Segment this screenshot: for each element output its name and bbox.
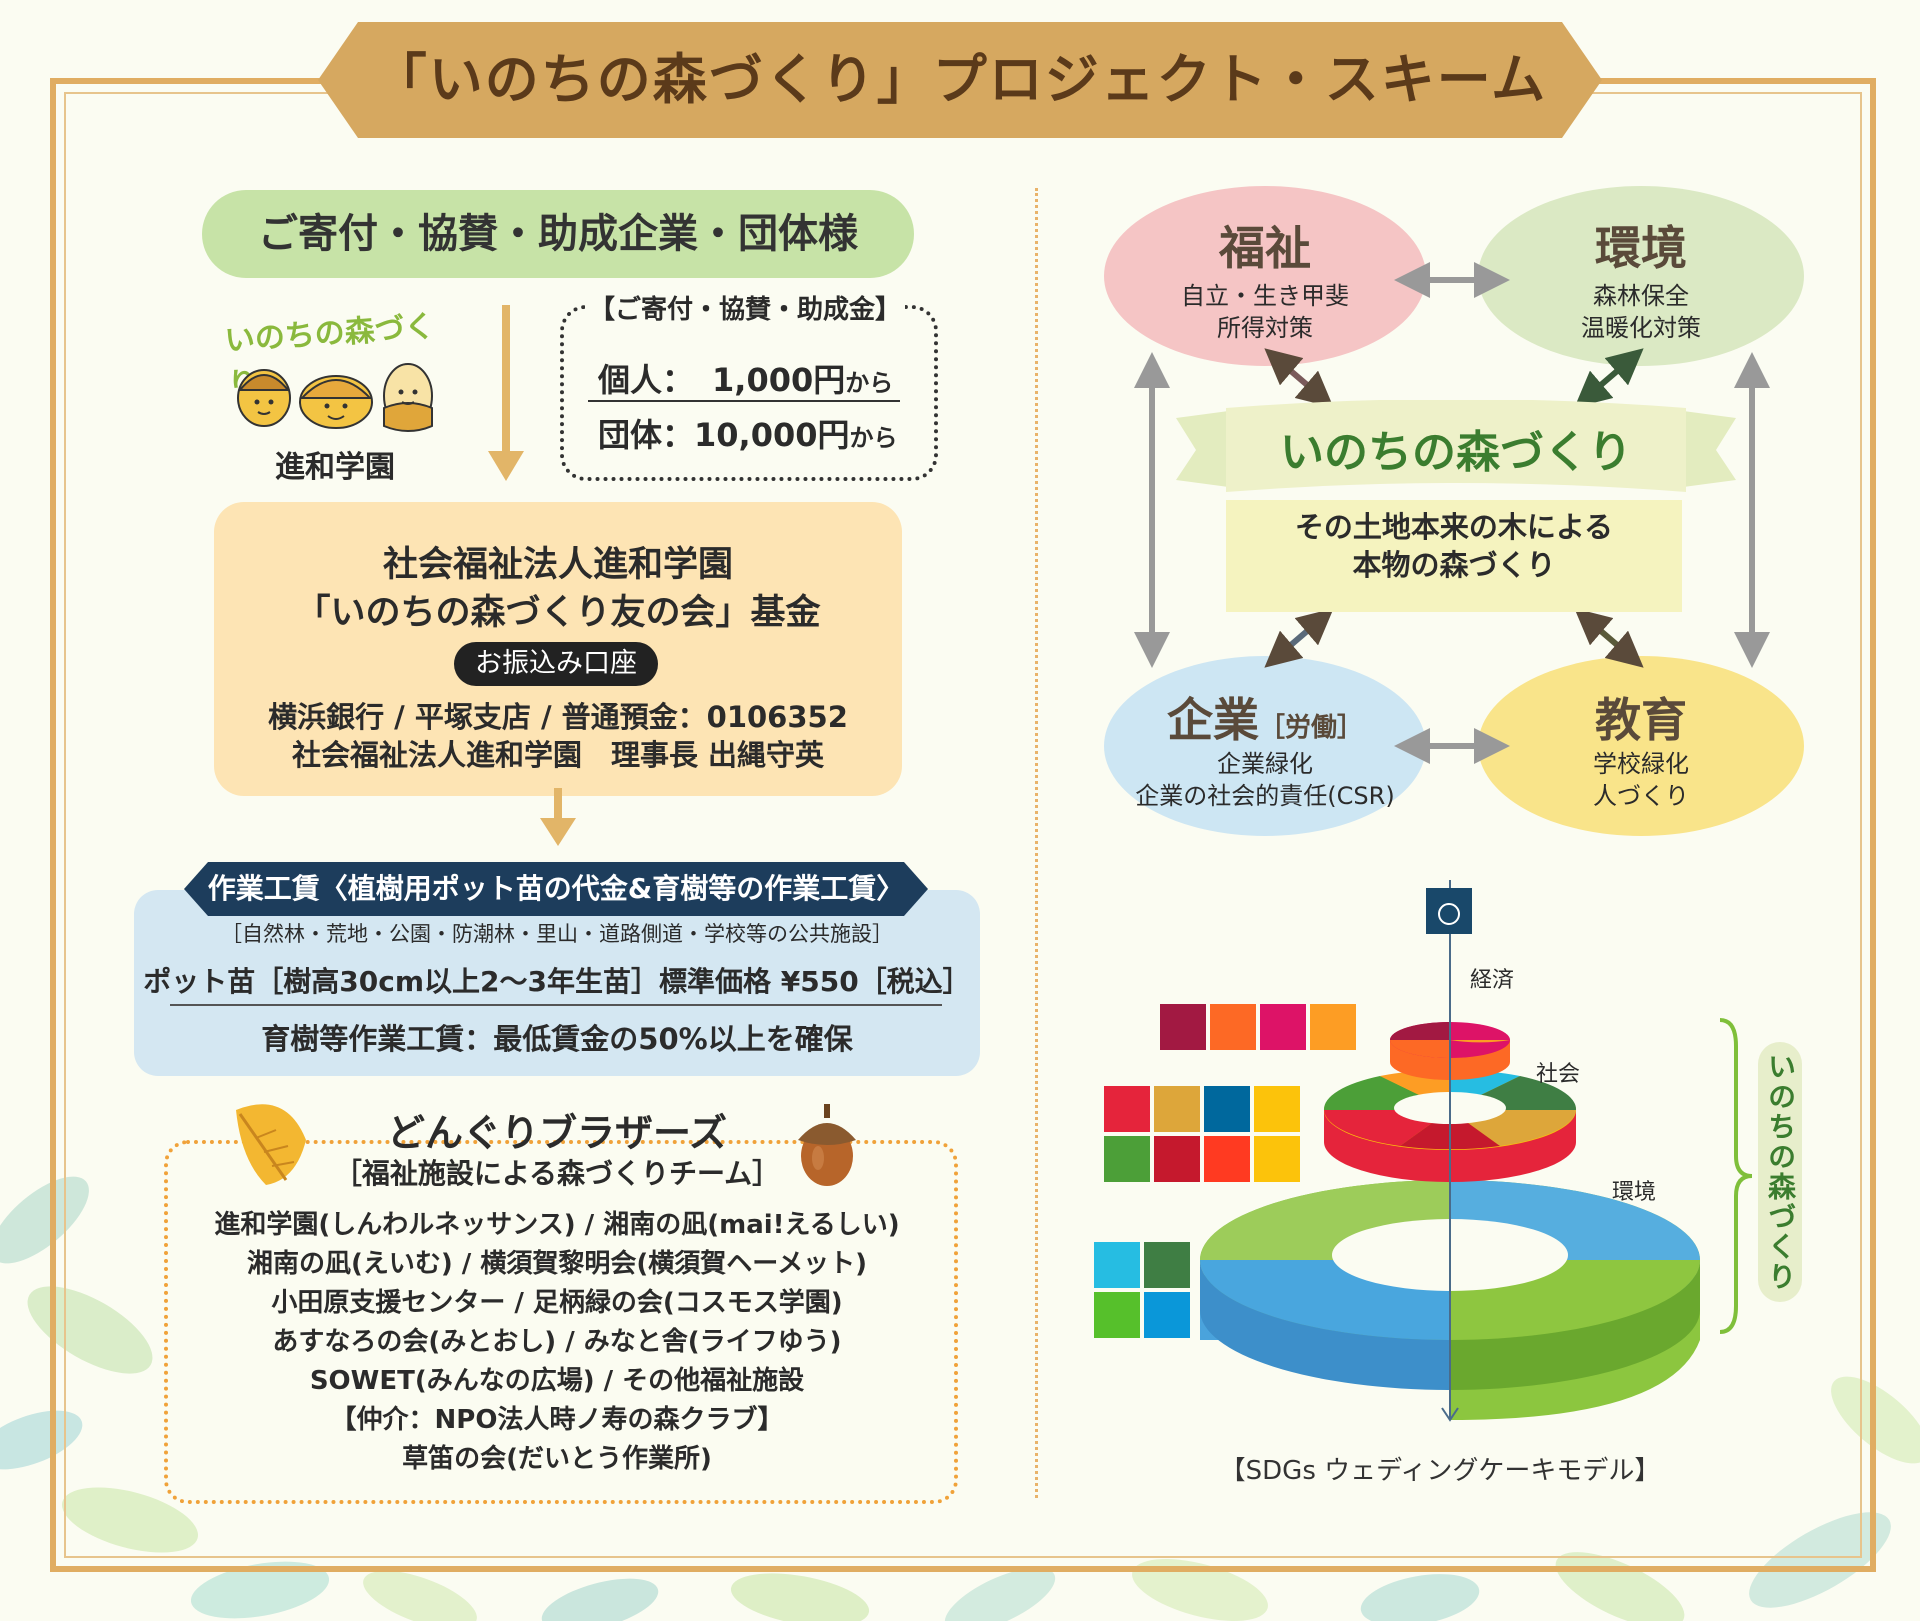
donation-title: 【ご寄付・協賛・助成金】 [585,289,905,326]
vertical-label: いのちの森づくり [1764,1052,1797,1292]
title-banner [318,22,1602,138]
donguri-member: 湘南の凪(えいむ) / 横須賀黎明会(横須賀ヘーメット) [246,1249,868,1279]
sdgs-wedding-cake [1094,880,1700,1422]
center-ribbon-text: いのちの森づくり [1280,427,1632,478]
wage-divider [170,1004,942,1006]
center-ribbon [1176,400,1736,492]
donors-pill: ご寄付・協賛・助成企業・団体様 [202,190,914,278]
cake-environment-label: 環境 [1612,1180,1657,1205]
wage-tag [184,862,928,916]
corporate-sub2: 企業の社会的責任(CSR) [1135,782,1395,810]
vertical-label-bg [1758,1042,1802,1302]
page-title: 「いのちの森づくり」プロジェクト・スキーム [372,48,1548,111]
donation-divider [588,400,900,402]
environment-sub1: 森林保全 [1593,282,1689,310]
donation-individual-label: 個人： [598,361,695,399]
fund-org: 社会福祉法人進和学園 [382,545,733,585]
donation-individual-amount: 1,000円 [712,361,846,399]
donguri-member: 小田原支援センター / 足柄緑の会(コスモス学園) [271,1288,843,1318]
donation-suffix: から [845,369,894,397]
donguri-member: 草笛の会(だいとう作業所) [402,1444,712,1474]
brace [1719,1018,1753,1334]
education-sub1: 学校緑化 [1593,750,1689,778]
wage-title: 作業工賃〈植樹用ポット苗の代金&育樹等の作業工賃〉 [207,872,905,905]
logo-name: 進和学園 [275,450,395,485]
donation-individual: 個人： 1,000円から [598,355,893,401]
welfare-ellipse [1104,186,1426,366]
relationship-arrows [1134,262,1770,764]
donguri-member: あすなろの会(みとおし) / みなと舎(ライフゆう) [272,1327,842,1357]
welfare-sub1: 自立・生き甲斐 [1181,282,1349,310]
acorn-icon [798,1104,856,1186]
education-sub2: 人づくり [1593,782,1689,810]
wage-min: 育樹等作業工賃：最低賃金の50%以上を確保 [261,1022,853,1056]
column-divider [1035,188,1038,1498]
leaf-icon [236,1104,306,1185]
fund-name: 「いのちの森づくり友の会」基金 [295,593,821,633]
donguri-sub: ［福祉施設による森づくりチーム］ [333,1157,781,1190]
acorn-characters-logo [237,363,433,432]
welfare-title: 福祉 [1219,221,1311,275]
account-holder: 社会福祉法人進和学園 理事長 出縄守英 [291,738,825,772]
down-arrow [540,788,576,846]
account-label: お振込み口座 [454,642,658,686]
donguri-member: SOWET(みんなの広場) / その他福祉施設 [309,1366,805,1396]
wage-places: ［自然林・荒地・公園・防潮林・里山・道路側道・学校等の公共施設］ [221,922,893,946]
center-desc-line2: 本物の森づくり [1352,548,1556,582]
donguri-member: 【仲介：NPO法人時ノ寿の森クラブ】 [330,1405,784,1435]
donguri-title: どんぐりブラザーズ [386,1111,728,1155]
environment-ellipse [1478,186,1804,366]
wage-price: ポット苗［樹高30cm以上2〜3年生苗］標準価格 ¥550［税込］ [143,965,971,998]
donguri-member: 進和学園(しんわルネッサンス) / 湘南の凪(mai!えるしい) [214,1210,900,1240]
wage-box [134,890,980,1076]
environment-title: 環境 [1595,221,1687,275]
donation-suffix: から [849,424,898,452]
cake-society-label: 社会 [1536,1062,1581,1087]
donation-group-amount: 10,000円 [694,416,850,454]
corporate-tag: ［労働］ [1258,713,1363,743]
corporate-sub1: 企業緑化 [1217,750,1313,778]
account-bank: 横浜銀行 / 平塚支店 / 普通預金：0106352 [268,700,848,734]
sdgs-model-caption: 【SDGs ウェディングケーキモデル】 [1219,1456,1661,1486]
environment-sub2: 温暖化対策 [1581,314,1701,342]
welfare-sub2: 所得対策 [1217,314,1313,342]
donation-group: 団体：10,000円から [598,410,898,456]
down-arrow [488,305,524,481]
cake-economy-label: 経済 [1470,968,1515,993]
education-ellipse [1478,656,1804,836]
corporate-ellipse [1104,656,1426,836]
education-title: 教育 [1595,693,1687,747]
donation-group-label: 団体： [598,416,695,454]
donguri-box [164,1140,958,1504]
center-box [1226,500,1682,612]
corporate-heading: 企業［労働］ [1104,684,1426,750]
center-desc: その土地本来の木による本物の森づくり [1226,508,1682,584]
center-desc-line1: その土地本来の木による [1294,510,1614,544]
corporate-title: 企業 [1166,693,1259,747]
